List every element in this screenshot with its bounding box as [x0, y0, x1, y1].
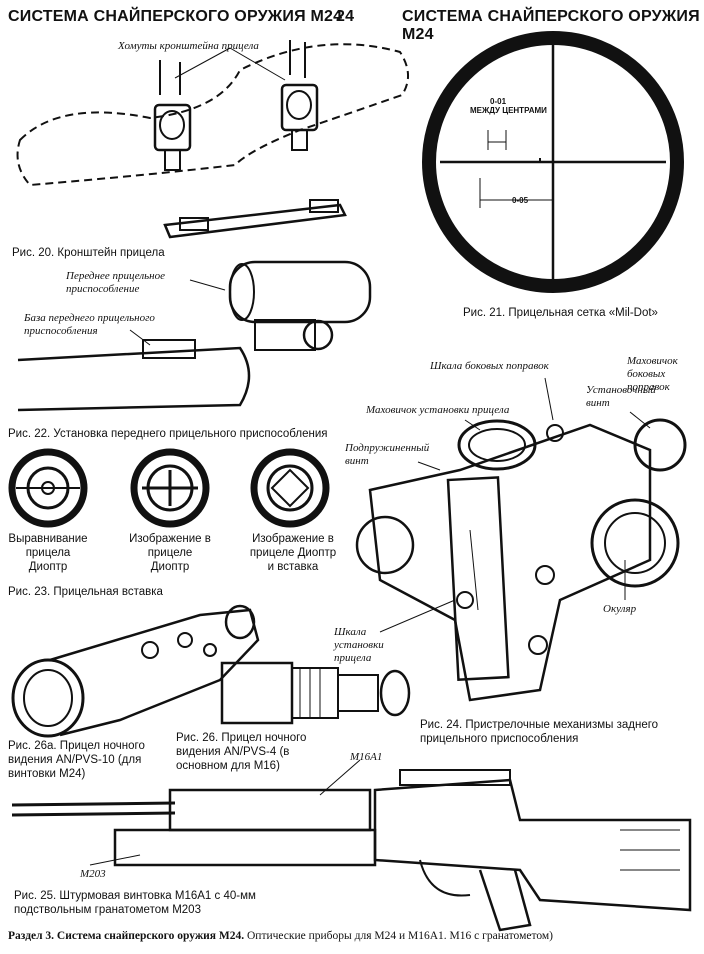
fig22-callout-base: База переднего прицельного приспособлени…: [24, 312, 155, 337]
fig24-callout-windage-scale: Шкала боковых поправок: [430, 360, 549, 372]
fig20-callout: Хомуты кронштейна прицела: [118, 40, 259, 52]
fig23-label-2: Изображение в прицеле Диоптр: [129, 533, 211, 573]
fig26a-caption: Рис. 26а. Прицел ночного видения AN/PVS-…: [8, 740, 145, 780]
fig24-callout-elev-knob: Маховичок установки прицела: [366, 404, 510, 416]
fig24-caption: Рис. 24. Пристрелочные механизмы заднего…: [420, 719, 659, 745]
fig26a-pvs10: [11, 604, 260, 738]
fig22-caption: Рис. 22. Установка переднего прицельного…: [8, 428, 328, 440]
footer: Раздел 3. Система снайперского оружия М2…: [8, 930, 698, 942]
fig21-label-mil: 0-01: [490, 97, 507, 106]
fig26-caption: Рис. 26. Прицел ночного видения AN/PVS-4…: [176, 732, 307, 772]
fig21-label-05: 0-05: [512, 196, 529, 205]
fig25-label-m16: M16A1: [350, 751, 383, 763]
footer-section-title: Раздел 3. Система снайперского оружия М2…: [8, 930, 245, 942]
fig23-label-1: Выравнивание прицела Диоптр: [8, 533, 88, 573]
fig24-callout-eyepiece: Окуляр: [603, 603, 637, 615]
fig21-caption: Рис. 21. Прицельная сетка «Mil-Dot»: [463, 307, 658, 319]
fig20-caption: Рис. 20. Кронштейн прицела: [12, 247, 165, 259]
fig26-pvs4: [220, 661, 411, 725]
fig22-front-sight: [17, 260, 372, 412]
fig21-label-between: МЕЖДУ ЦЕНТРАМИ: [470, 106, 547, 115]
page-number: 24: [336, 8, 355, 25]
fig20-scope-mount: [16, 40, 409, 239]
fig25-caption: Рис. 25. Штурмовая винтовка M16A1 с 40-м…: [14, 890, 256, 916]
fig23-sight-pictures: [8, 448, 330, 528]
fig24-rear-sight: [355, 377, 687, 702]
fig23-label-3: Изображение в прицеле Диоптр и вставка: [249, 533, 337, 573]
fig24-callout-elev-scale: Шкала установки прицела: [334, 626, 384, 664]
footer-description: Оптические приборы для М24 и M16A1. M16 …: [246, 930, 553, 942]
fig24-callout-set-screw: Установочный винт: [586, 384, 656, 409]
fig25-rifle: [11, 759, 692, 932]
fig24-callout-windage-knob: Маховичок боковых поправок: [627, 355, 678, 393]
header-left-title: СИСТЕМА СНАЙПЕРСКОГО ОРУЖИЯ М24: [8, 8, 343, 25]
fig23-caption: Рис. 23. Прицельная вставка: [8, 586, 163, 598]
fig25-label-m203: M203: [80, 868, 106, 880]
fig22-callout-front: Переднее прицельное приспособление: [66, 270, 165, 295]
header-right-title: СИСТЕМА СНАЙПЕРСКОГО ОРУЖИЯ М24: [402, 8, 700, 43]
fig24-callout-spring-screw: Подпружиненный винт: [345, 442, 430, 467]
fig21-reticle: [422, 31, 684, 293]
